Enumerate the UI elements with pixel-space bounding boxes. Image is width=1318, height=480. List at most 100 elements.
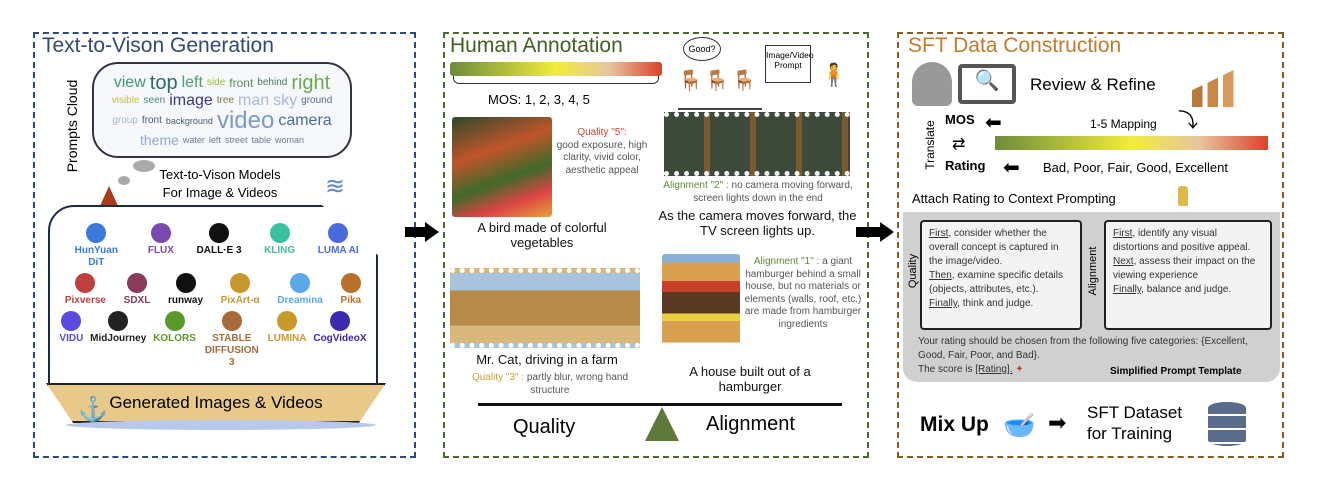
quality-scroll: First, consider whether the overall conc… <box>920 220 1082 330</box>
model-logo-icon <box>209 223 230 243</box>
mos-scale-label: MOS: 1, 2, 3, 4, 5 <box>488 92 590 107</box>
model-name: HunYuan DiT <box>74 245 118 268</box>
model-name: STABLE DIFFUSION 3 <box>204 333 259 368</box>
model-logo: runway <box>168 273 203 307</box>
mos-label: MOS <box>945 112 975 127</box>
cloud-word: theme <box>139 132 179 148</box>
thought-bubble-dot <box>133 160 155 172</box>
hamburger-house-image <box>662 254 740 362</box>
mos-brace <box>453 76 659 84</box>
template-label: Simplified Prompt Template <box>1110 366 1242 377</box>
review-refine-label: Review & Refine <box>1030 75 1156 94</box>
cloud-word: street <box>224 134 248 145</box>
model-logo-icon <box>108 311 129 331</box>
model-logo-icon <box>269 223 290 243</box>
cloud-word: video <box>216 107 275 134</box>
cloud-word: man <box>238 92 270 109</box>
model-logo: Dreamina <box>277 273 323 307</box>
model-logo: DALL·E 3 <box>197 223 242 257</box>
swap-icon: ⇄ <box>952 136 966 153</box>
generation-panel <box>33 32 416 458</box>
model-logo-icon <box>340 273 361 293</box>
note-head: Quality "3" : <box>471 372 525 383</box>
model-logo-icon <box>175 273 196 293</box>
cloud-word: top <box>149 72 178 94</box>
model-name: Pika <box>340 295 362 306</box>
cloud-word: front <box>229 76 254 90</box>
rating-levels: Bad, Poor, Fair, Good, Excellent <box>1043 160 1228 175</box>
alignment-2-note: Alignment "2" : no camera moving forward… <box>660 180 856 205</box>
model-name: runway <box>168 295 204 306</box>
bird-caption: A bird made of colorful vegetables <box>477 220 607 250</box>
flow-arrow <box>405 227 427 237</box>
model-logo: HunYuan DiT <box>67 223 125 269</box>
arrow-to-mos: ⬅ <box>985 112 1002 134</box>
model-logo-icon <box>277 311 298 331</box>
prompt-step: First, identify any visual distortions a… <box>1113 228 1251 253</box>
cloud-word: ground <box>301 95 333 106</box>
sft-panel <box>897 32 1284 458</box>
generated-images-videos-label: Generated Images & Videos <box>46 383 386 423</box>
quality-side-label: Quality <box>907 253 919 289</box>
annotation-panel <box>443 32 869 458</box>
model-logo: FLUX <box>148 223 174 257</box>
cone-icon <box>100 186 118 206</box>
flow-arrow <box>856 227 882 237</box>
rating-categories-text: Your rating should be chosen from the fo… <box>918 336 1248 361</box>
cloud-word: woman <box>274 134 304 145</box>
tv-video-film <box>664 112 850 176</box>
cloud-word: view <box>113 74 146 91</box>
model-logo: CogVideoX <box>313 311 367 345</box>
anchor-icon: ⚓ <box>78 396 108 423</box>
sft-title: SFT Data Construction <box>908 34 1122 57</box>
model-logo-icon <box>328 223 349 243</box>
model-logo-row: VIDU MidJourney KOLORS STABLE DIFFUSION 3 LU… <box>56 311 370 369</box>
model-name: LUMA AI <box>317 245 359 256</box>
attach-label: Attach Rating to Context Prompting <box>912 191 1116 206</box>
prompts-cloud-label: Prompts Cloud <box>64 79 80 173</box>
models-caption: Text-to-Vison Models For Image & Videos <box>159 167 281 200</box>
bird-vegetables-image <box>452 117 552 217</box>
model-name: CogVideoX <box>313 333 367 344</box>
cloud-word: visible <box>111 95 140 106</box>
model-logo-icon <box>126 273 147 293</box>
prompt-step: Finally, balance and judge. <box>1113 284 1232 295</box>
tv-caption: As the camera moves forward, the TV scre… <box>658 208 857 238</box>
annotation-title: Human Annotation <box>450 34 623 57</box>
note-body: no camera moving forward, screen lights … <box>693 180 853 204</box>
water <box>66 420 376 430</box>
model-logo: MidJourney <box>90 311 146 345</box>
model-name: MidJourney <box>90 333 147 344</box>
score-prefix: The score is <box>918 364 976 375</box>
cloud-word: group <box>112 115 138 126</box>
mapping-label: 1-5 Mapping <box>1090 117 1157 131</box>
model-logo-icon <box>230 273 251 293</box>
model-logo-icon <box>150 223 171 243</box>
sft-dataset-label: SFT Dataset for Training <box>1087 403 1183 444</box>
rating-label: Rating <box>945 158 986 173</box>
arrow-to-dataset: ➡ <box>1048 410 1067 435</box>
model-logo: VIDU <box>59 311 83 345</box>
rating-gradient-bar <box>995 136 1268 150</box>
model-logo: PixArt-α <box>221 273 260 307</box>
model-logo-icon <box>329 311 350 331</box>
cloud-word: camera <box>278 112 332 129</box>
model-logo-icon <box>61 311 82 331</box>
mixing-bowl-icon: 🥣 <box>1003 410 1036 440</box>
cat-caption: Mr. Cat, driving in a farm <box>476 352 618 367</box>
model-logo-icon <box>75 273 96 293</box>
model-logo: Pixverse <box>65 273 106 307</box>
model-name: KOLORS <box>153 333 196 344</box>
model-logo: Pika <box>340 273 362 307</box>
model-name: Dreamina <box>277 295 323 306</box>
note-body: partly blur, wrong hand structure <box>526 372 629 396</box>
note-head: Alignment "2" : <box>663 180 729 191</box>
cloud-word: side <box>206 77 226 88</box>
model-name: VIDU <box>59 333 84 344</box>
model-logo: LUMA AI <box>318 223 359 257</box>
cat-video-film <box>450 268 640 348</box>
model-name: LUMINA <box>267 333 307 344</box>
